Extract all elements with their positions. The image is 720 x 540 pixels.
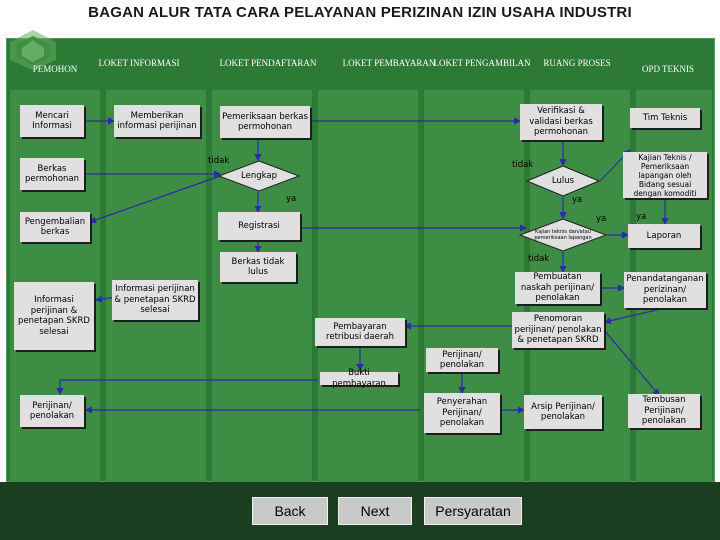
lulus-label: Lulus <box>551 176 575 186</box>
kajian-decision <box>519 218 607 252</box>
column-header-loket-pengambilan: LOKET PENGAMBILAN <box>433 58 531 68</box>
tidak-label-3: tidak <box>528 254 550 264</box>
ya-label-4: ya <box>636 212 647 222</box>
informasi-perijinan-selesai-box: Informasi perijinan & penetapan SKRD sel… <box>14 282 94 350</box>
ya-label-1: ya <box>286 194 297 204</box>
berkas-permohonan-box: Berkas permohonan <box>20 158 84 190</box>
ya-label-3: ya <box>596 214 607 224</box>
lane-loket-pembayaran <box>318 90 418 482</box>
penomoran-box: Penomoran perijinan/ penolakan & penetap… <box>512 312 604 348</box>
perijinan-penolakan-pemohon-box: Perijinan/ penolakan <box>20 395 84 427</box>
informasi-perijinan-skrd-box: Informasi perijinan & penetapan SKRD sel… <box>112 280 198 320</box>
berkas-tidak-lulus-box: Berkas tidak lulus <box>220 252 296 282</box>
kajian-decision-label: Kajian teknis dan/atau pemeriksaan lapan… <box>534 229 592 241</box>
column-header-loket-pendaftaran: LOKET PENDAFTARAN <box>219 58 317 68</box>
back-button[interactable]: Back <box>252 497 328 525</box>
persyaratan-button[interactable]: Persyaratan <box>424 497 522 525</box>
lulus-decision <box>526 165 600 197</box>
column-header-ruang-proses: RUANG PROSES <box>543 58 611 68</box>
perijinan-penolakan-box: Perijinan/ penolakan <box>426 348 498 372</box>
pembayaran-retribusi-box: Pembayaran retribusi daerah <box>315 318 405 346</box>
bukti-pembayaran-box: Bukti pembayaran <box>320 368 398 389</box>
penandatanganan-box: Penandatanganan perizinan/ penolakan <box>624 272 706 308</box>
lengkap-label: Lengkap <box>241 171 277 181</box>
next-button[interactable]: Next <box>338 497 412 525</box>
pemeriksaan-berkas-box: Pemeriksaan berkas permohonan <box>220 106 310 138</box>
registrasi-box: Registrasi <box>218 212 300 240</box>
mencari-informasi-box: Mencari Informasi <box>20 105 84 137</box>
logo-icon <box>10 30 56 70</box>
kajian-teknis-box: Kajian Teknis / Pemeriksaan lapangan ole… <box>623 152 707 198</box>
tidak-label-2: tidak <box>512 160 534 170</box>
page-title: BAGAN ALUR TATA CARA PELAYANAN PERIZINAN… <box>88 4 632 21</box>
tidak-label-1: tidak <box>208 156 230 166</box>
pengembalian-berkas-box: Pengembalian berkas <box>20 212 90 242</box>
ya-label-2: ya <box>572 195 583 205</box>
column-header-opd-teknis: OPD TEKNIS <box>641 64 695 74</box>
verifikasi-box: Verifikasi & validasi berkas permohonan <box>520 104 602 140</box>
laporan-box: Laporan <box>628 224 700 248</box>
lengkap-decision <box>218 160 300 192</box>
penyerahan-box: Penyerahan Perijinan/ penolakan <box>424 393 500 433</box>
column-header-pemohon: PEMOHON <box>32 64 78 74</box>
lane-loket-pendaftaran <box>212 90 312 482</box>
column-header-loket-informasi: LOKET INFORMASI <box>98 58 180 68</box>
memberikan-informasi-box: Memberikan informasi perijinan <box>114 105 200 137</box>
arsip-box: Arsip Perijinan/ penolakan <box>524 395 602 429</box>
column-header-loket-pembayaran: LOKET PEMBAYARAN <box>342 58 436 68</box>
pembuatan-naskah-box: Pembuatan naskah perijinan/ penolakan <box>515 272 600 304</box>
tim-teknis-box: Tim Teknis <box>630 108 700 128</box>
tembusan-box: Tembusan Perijinan/ penolakan <box>628 394 700 428</box>
